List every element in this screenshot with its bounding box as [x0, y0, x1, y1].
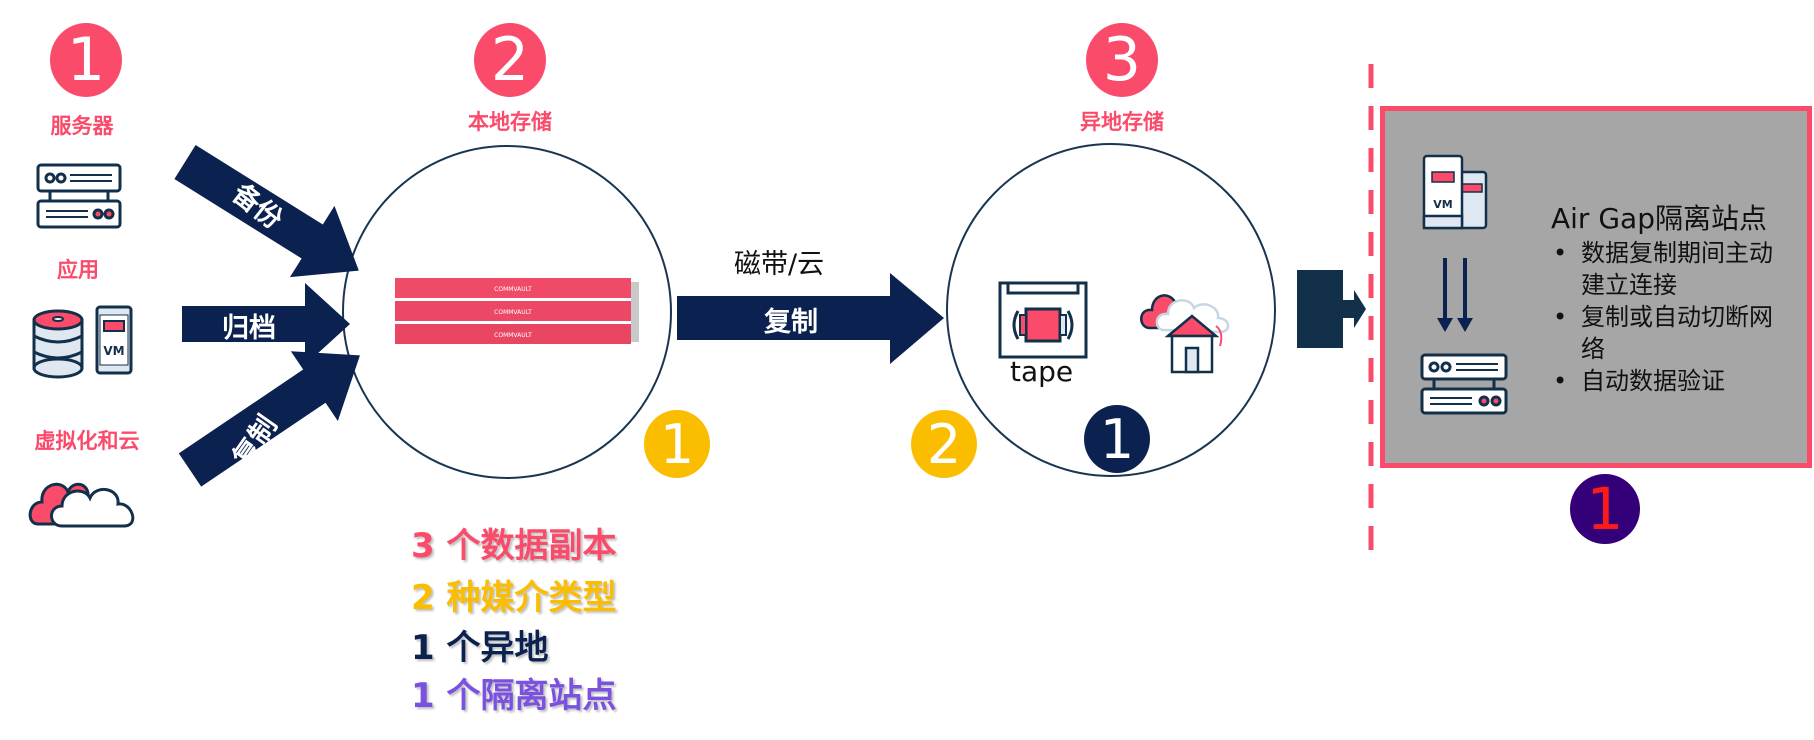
airgap-server-icon — [1420, 353, 1508, 415]
summary-text: 种媒介类型 — [446, 578, 617, 618]
airgap-bullets: 数据复制期间主动建立连接 复制或自动切断网络 自动数据验证 — [1551, 237, 1791, 397]
summary-number: 1 — [411, 628, 435, 668]
appliance-brand: COMMVAULT — [494, 332, 532, 339]
airgap-badge: 1 — [1570, 474, 1640, 544]
airgap-vm-icon: VM — [1422, 154, 1488, 230]
airgap-down-arrows — [1437, 258, 1473, 332]
summary-airgap: 1 个隔离站点 — [411, 668, 617, 717]
vm-icon-label: VM — [103, 344, 124, 358]
step-badge-sources: 1 — [50, 23, 122, 97]
summary-media: 2 种媒介类型 — [411, 570, 617, 619]
step-badge-local: 2 — [474, 23, 546, 97]
appliance-brand: COMMVAULT — [494, 286, 532, 293]
offsite-storage-title: 异地存储 — [1080, 110, 1164, 134]
vm-icon: VM — [95, 305, 133, 375]
airgap-bullet: 复制或自动切断网络 — [1551, 301, 1791, 365]
tape-label: tape — [1010, 355, 1074, 388]
summary-text: 个数据副本 — [446, 526, 617, 566]
summary-copies: 3 个数据副本 — [411, 518, 617, 567]
appliance-brand: COMMVAULT — [494, 309, 532, 316]
copy-badge-local: 1 — [644, 410, 710, 478]
server-icon — [36, 163, 122, 229]
appliance-image: COMMVAULT COMMVAULT COMMVAULT — [395, 278, 639, 344]
label-servers: 服务器 — [50, 114, 114, 138]
step-badge-offsite: 3 — [1086, 23, 1158, 97]
airgap-bullet: 自动数据验证 — [1551, 365, 1791, 397]
gateway-block-arrow — [1297, 270, 1366, 348]
archive-arrow-label: 归档 — [222, 313, 276, 344]
label-virtualization-cloud: 虚拟化和云 — [34, 429, 140, 453]
summary-text: 个隔离站点 — [446, 676, 617, 716]
summary-text: 个异地 — [446, 628, 549, 668]
label-applications: 应用 — [57, 258, 99, 282]
summary-number: 1 — [411, 676, 435, 716]
offsite-badge: 1 — [1084, 405, 1150, 473]
media-badge: 2 — [911, 410, 977, 478]
archive-arrow — [182, 283, 350, 365]
replicate-out-arrow-label: 复制 — [764, 307, 818, 338]
cloud-icon — [28, 482, 135, 528]
summary-offsite: 1 个异地 — [411, 620, 549, 669]
airgap-vm-label: VM — [1433, 198, 1452, 211]
local-storage-title: 本地存储 — [468, 110, 552, 134]
airgap-bullet: 数据复制期间主动建立连接 — [1551, 237, 1791, 301]
cloud-house-icon — [1140, 294, 1230, 374]
summary-number: 3 — [411, 526, 435, 566]
offsite-storage-circle — [946, 143, 1276, 477]
summary-number: 2 — [411, 578, 435, 618]
replicate-in-arrow — [178, 351, 360, 487]
database-icon — [32, 309, 84, 379]
airgap-title: Air Gap隔离站点 — [1551, 202, 1767, 235]
local-storage-circle — [342, 145, 672, 479]
media-label: 磁带/云 — [734, 249, 825, 280]
replicate-out-arrow — [677, 273, 944, 364]
backup-arrow — [174, 145, 359, 278]
tape-icon — [998, 281, 1088, 359]
